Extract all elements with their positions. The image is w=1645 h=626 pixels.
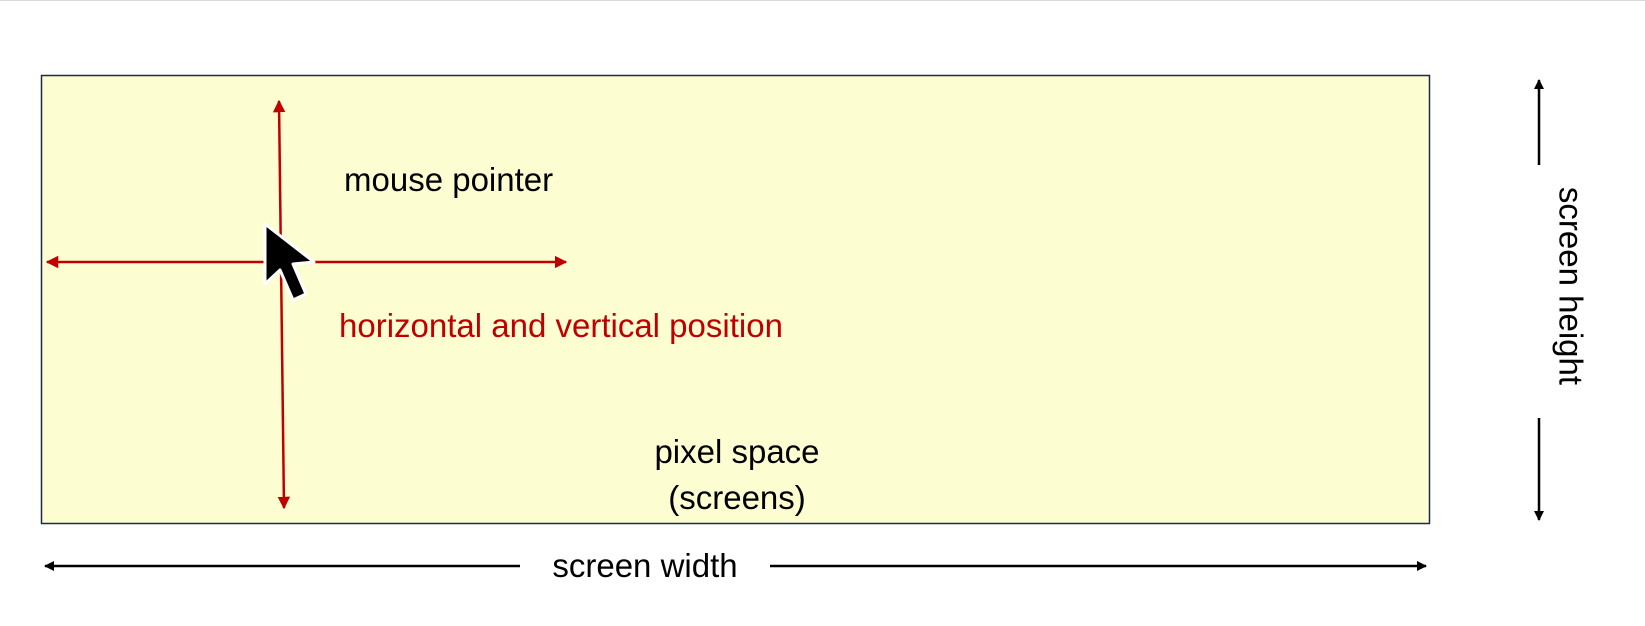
vertical-position-axis [272, 99, 291, 510]
mouse-pointer-icon [263, 222, 316, 302]
pixel-space-line1: pixel space [654, 433, 820, 470]
screen-rectangle [40, 74, 1431, 525]
pixel-space-line2: (screens) [668, 479, 806, 516]
top-divider [0, 0, 1645, 1]
screen-width-label: screen width [520, 549, 770, 582]
pixel-space-label: pixel space (screens) [614, 429, 860, 521]
position-label: horizontal and vertical position [339, 307, 783, 344]
screen-height-label: screen height [1552, 186, 1590, 386]
mouse-pointer-label: mouse pointer [344, 161, 554, 198]
